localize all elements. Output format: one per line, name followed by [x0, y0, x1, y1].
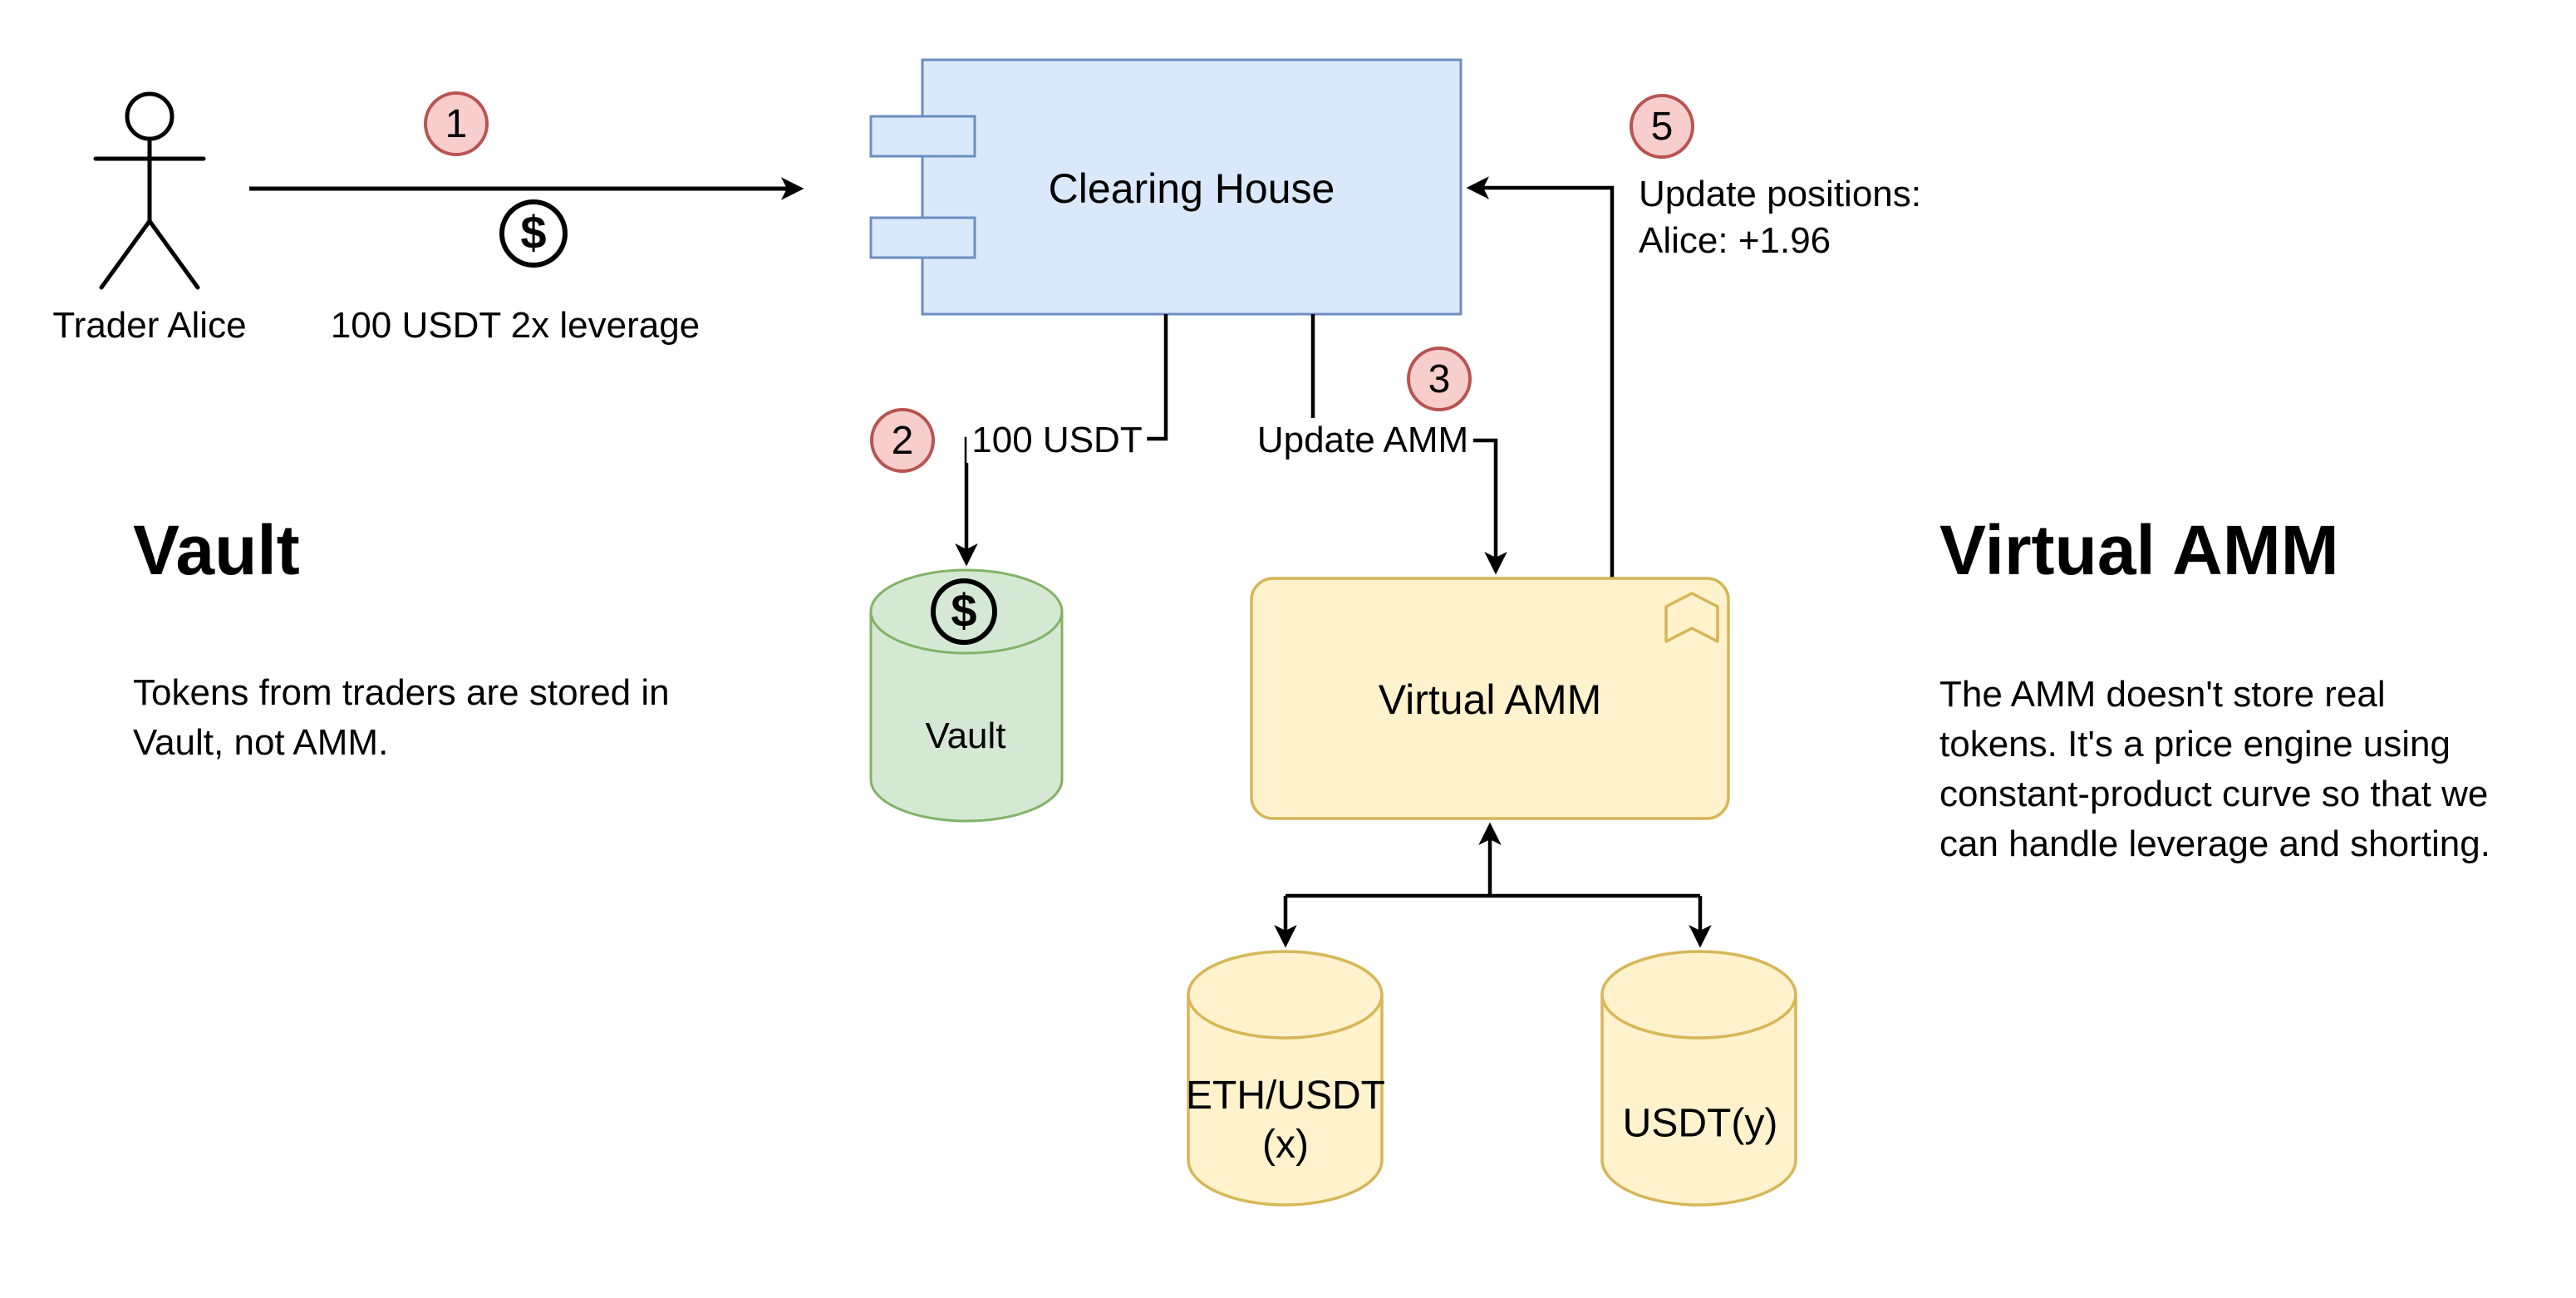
step5-label: Update positions: Alice: +1.96 — [1639, 171, 1921, 264]
vault-currency-ring — [931, 578, 997, 645]
component-tab-top — [869, 115, 976, 158]
step3-badge: 3 — [1407, 347, 1472, 411]
step3-label: Update AMM — [1251, 418, 1474, 463]
step5-label-line1: Update positions: — [1639, 174, 1921, 214]
pool-x-label-line1: ETH/USDT — [1186, 1074, 1385, 1118]
pool-x-cylinder-body — [1187, 995, 1384, 1207]
currency-symbol-vault: $ — [951, 584, 977, 637]
virtual-amm-title: Virtual AMM — [1378, 676, 1602, 723]
step1-badge: 1 — [424, 91, 489, 156]
trader-alice-label: Trader Alice — [52, 305, 247, 346]
ribbon-icon — [1664, 592, 1719, 643]
currency-symbol-step1: $ — [520, 206, 547, 259]
vault-note-line2: Vault, not AMM. — [133, 722, 389, 763]
virtual-amm-note-line3: constant-product curve so that we — [1939, 774, 2489, 814]
pool-y-shape — [1600, 950, 1797, 1207]
step5-badge: 5 — [1630, 94, 1694, 159]
vault-node-label: Vault — [925, 715, 1006, 756]
step2-label: 100 USDT — [966, 418, 1148, 463]
vault-note-line1: Tokens from traders are stored in — [133, 672, 670, 713]
component-tab-bottom — [869, 216, 976, 259]
step1-label: 100 USDT 2x leverage — [330, 305, 701, 346]
pool-x-label-line2: (x) — [1262, 1123, 1309, 1167]
virtual-amm-box — [1250, 577, 1730, 820]
actor-leg-left — [99, 219, 152, 290]
virtual-amm-note-line1: The AMM doesn't store real — [1939, 674, 2386, 715]
virtual-amm-note-heading: Virtual AMM — [1939, 511, 2339, 589]
pool-x-label: ETH/USDT (x) — [1186, 1071, 1385, 1169]
virtual-amm-node — [1250, 577, 1730, 820]
pool-y-cylinder-body — [1600, 995, 1797, 1207]
currency-icon — [499, 199, 568, 268]
pool-x-shape — [1187, 950, 1384, 1207]
virtual-amm-note-body: The AMM doesn't store real tokens. It's … — [1939, 670, 2490, 869]
actor-head — [125, 91, 175, 141]
pool-y-label: USDT(y) — [1622, 1101, 1778, 1146]
vault-shape — [869, 568, 1064, 823]
flow5-connector — [1466, 176, 1615, 578]
virtual-amm-note-line2: tokens. It's a price engine using — [1939, 724, 2451, 765]
virtual-amm-note-line4: can handle leverage and shorting. — [1939, 824, 2490, 864]
actor-leg-right — [147, 219, 200, 290]
trader-alice-figure — [93, 91, 206, 290]
vault-cylinder-top — [869, 568, 1064, 655]
vault-note-heading: Vault — [133, 511, 300, 589]
pool-y-cylinder-top — [1600, 950, 1797, 1040]
clearing-house-title: Clearing House — [1048, 165, 1335, 212]
clearing-house-box — [921, 58, 1463, 316]
step2-badge: 2 — [870, 408, 935, 473]
vault-note-body: Tokens from traders are stored in Vault,… — [133, 668, 670, 768]
clearing-house-node — [869, 58, 1463, 316]
step5-label-line2: Alice: +1.96 — [1639, 220, 1831, 261]
pool-x-cylinder-top — [1187, 950, 1384, 1040]
vault-cylinder-body — [869, 612, 1064, 823]
